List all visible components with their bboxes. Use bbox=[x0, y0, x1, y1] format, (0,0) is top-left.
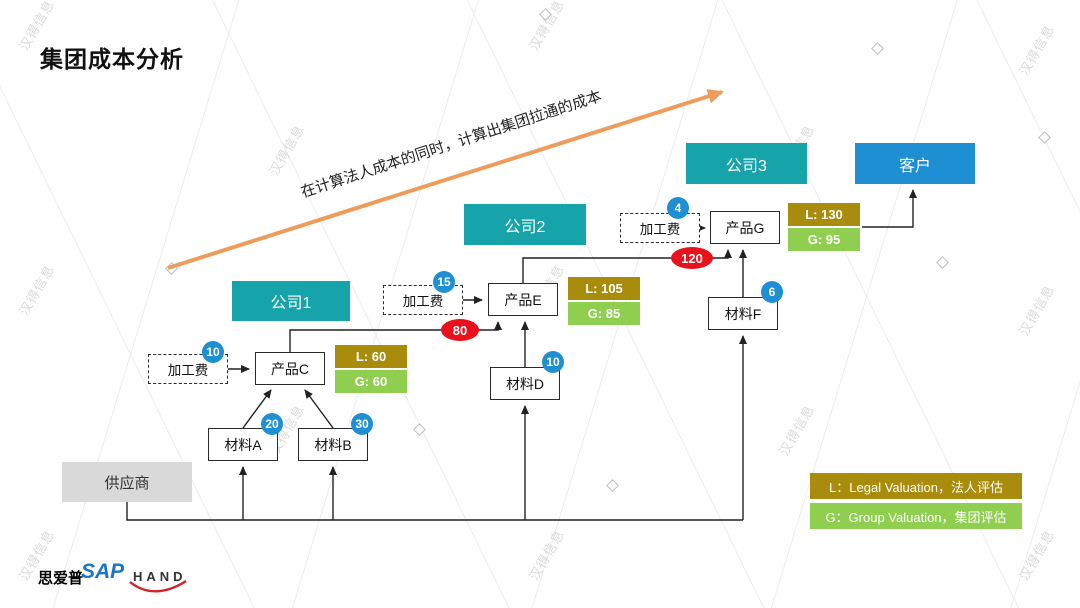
arrow-materialA-to-productC bbox=[242, 389, 272, 429]
productG-box: 产品G bbox=[710, 211, 780, 244]
arrow-productG-to-customer bbox=[862, 189, 917, 228]
productC-group-valuation: G: 60 bbox=[335, 370, 407, 393]
fee-label: 加工费 bbox=[167, 363, 209, 378]
materialF-box: 材料F bbox=[708, 297, 778, 330]
cost-badge-materialA: 20 bbox=[261, 413, 283, 435]
cost-badge-materialF: 6 bbox=[761, 281, 783, 303]
hand-logo: HAND bbox=[133, 569, 187, 584]
company1-box: 公司1 bbox=[232, 281, 350, 321]
fee-cost-badge-productE: 15 bbox=[433, 271, 455, 293]
materialB-label: 材料B bbox=[314, 436, 352, 453]
productE-label: 产品E bbox=[504, 291, 542, 308]
company2-box: 公司2 bbox=[464, 204, 586, 245]
productG-label: 产品G bbox=[725, 219, 765, 236]
fee-cost-badge-productG: 4 bbox=[667, 197, 689, 219]
sap-chinese-logo-text: 思爱普 bbox=[38, 570, 84, 587]
company1-label: 公司1 bbox=[270, 295, 312, 312]
materialD-label: 材料D bbox=[505, 375, 545, 392]
materialF-label: 材料F bbox=[724, 305, 762, 322]
productC-label: 产品C bbox=[270, 360, 310, 377]
cost-badge-materialB: 30 bbox=[351, 413, 373, 435]
cost-badge-materialD: 10 bbox=[542, 351, 564, 373]
customer-label: 客户 bbox=[898, 157, 931, 175]
productE-box: 产品E bbox=[488, 283, 558, 316]
transfer-price-c-to-e: 80 bbox=[441, 319, 479, 341]
hand-logo-swoosh bbox=[129, 579, 187, 593]
productC-legal-valuation: L: 60 bbox=[335, 345, 407, 368]
supplier-label: 供应商 bbox=[104, 474, 150, 492]
group-cost-arrow bbox=[167, 89, 724, 270]
customer-box: 客户 bbox=[855, 143, 975, 184]
sap-logo: SAP bbox=[81, 560, 125, 583]
arrow-productC-to-productE bbox=[289, 321, 502, 352]
company3-label: 公司3 bbox=[726, 157, 767, 175]
fee-cost-badge-productC: 10 bbox=[202, 341, 224, 363]
supplier-trunk-line bbox=[126, 502, 743, 521]
fee-label: 加工费 bbox=[639, 222, 681, 237]
company2-label: 公司2 bbox=[504, 218, 546, 236]
materialA-label: 材料A bbox=[224, 436, 262, 453]
legend-group-valuation: G：Group Valuation，集团评估 bbox=[810, 503, 1022, 529]
company3-box: 公司3 bbox=[686, 143, 807, 184]
fee-label: 加工费 bbox=[402, 294, 444, 309]
supplier-box: 供应商 bbox=[62, 462, 192, 502]
productE-group-valuation: G: 85 bbox=[568, 302, 640, 325]
arrow-productE-to-productG bbox=[522, 249, 732, 283]
arrow-materialB-to-productC bbox=[304, 389, 334, 429]
materialD-box: 材料D bbox=[490, 367, 560, 400]
materialB-box: 材料B bbox=[298, 428, 368, 461]
productG-group-valuation: G: 95 bbox=[788, 228, 860, 251]
productC-box: 产品C bbox=[255, 352, 325, 385]
page-title: 集团成本分析 bbox=[40, 46, 184, 72]
productG-legal-valuation: L: 130 bbox=[788, 203, 860, 226]
productE-legal-valuation: L: 105 bbox=[568, 277, 640, 300]
fee-box-productG: 加工费 bbox=[620, 213, 700, 243]
legend-legal-valuation: L：Legal Valuation，法人评估 bbox=[810, 473, 1022, 499]
transfer-price-e-to-g: 120 bbox=[671, 247, 713, 269]
